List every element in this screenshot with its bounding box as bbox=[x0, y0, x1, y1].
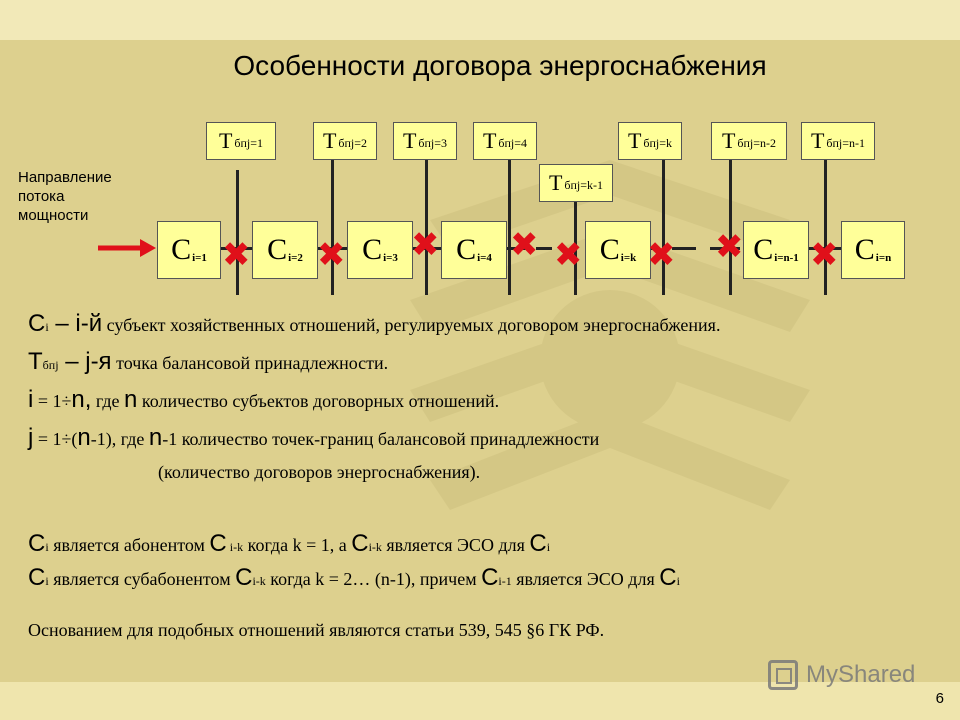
balance-point-line-2 bbox=[331, 158, 334, 295]
legend-line-ci: Сi – i-й субъект хозяйственных отношений… bbox=[28, 310, 721, 337]
page-number: 6 bbox=[935, 690, 944, 707]
top-stripe bbox=[0, 0, 960, 40]
break-cross-icon: ✖ bbox=[554, 235, 583, 275]
connector-segment bbox=[412, 247, 442, 250]
balance-point-line-n-1 bbox=[824, 158, 827, 295]
break-cross-icon: ✖ bbox=[715, 227, 744, 267]
bottom-stripe bbox=[0, 682, 960, 720]
connector-segment bbox=[650, 247, 658, 250]
connector-dashed-segment bbox=[506, 247, 526, 250]
myshared-logo: MyShared bbox=[768, 658, 915, 692]
balance-point-line-n-2 bbox=[729, 158, 732, 295]
legend-line-i-range: i = 1÷n, где n количество субъектов дого… bbox=[28, 386, 500, 413]
balance-point-line-3 bbox=[425, 158, 428, 295]
connector-dashed-segment bbox=[536, 247, 552, 250]
connector-segment bbox=[808, 247, 846, 250]
break-cross-icon: ✖ bbox=[317, 235, 346, 275]
slide-title: Особенности договора энергоснабжения bbox=[233, 50, 767, 81]
legend-line-tbp: Тбпj – j-я точка балансовой принадлежнос… bbox=[28, 348, 389, 375]
break-cross-icon: ✖ bbox=[222, 235, 251, 275]
break-cross-icon: ✖ bbox=[411, 225, 440, 265]
myshared-logo-icon bbox=[768, 660, 798, 690]
power-flow-direction-label: Направление потока мощности bbox=[18, 169, 112, 224]
balance-point-line-k-1 bbox=[574, 202, 577, 295]
break-cross-icon: ✖ bbox=[810, 235, 839, 275]
balance-point-line-4 bbox=[508, 158, 511, 295]
legend-line-j-range: j = 1÷(n-1), где n-1 количество точек-гр… bbox=[28, 424, 600, 451]
break-cross-icon: ✖ bbox=[510, 225, 539, 265]
connector-dashed-segment bbox=[710, 247, 740, 250]
balance-point-line-1 bbox=[236, 170, 239, 295]
power-flow-arrow-icon bbox=[98, 239, 156, 257]
legend-line-contracts: (количество договоров энергоснабжения). bbox=[158, 462, 481, 482]
connector-segment bbox=[316, 247, 350, 250]
legend-line-subscriber: Сi является абонентом С i-k когда k = 1,… bbox=[28, 530, 551, 557]
connector-segment bbox=[218, 247, 260, 250]
balance-point-line-k bbox=[662, 158, 665, 295]
break-cross-icon: ✖ bbox=[647, 235, 676, 275]
connector-dashed-segment bbox=[672, 247, 696, 250]
legend-line-subsubscriber: Сi является субабонентом Сi-k когда k = … bbox=[28, 564, 680, 591]
legal-basis-note: Основанием для подобных отношений являют… bbox=[28, 620, 605, 640]
